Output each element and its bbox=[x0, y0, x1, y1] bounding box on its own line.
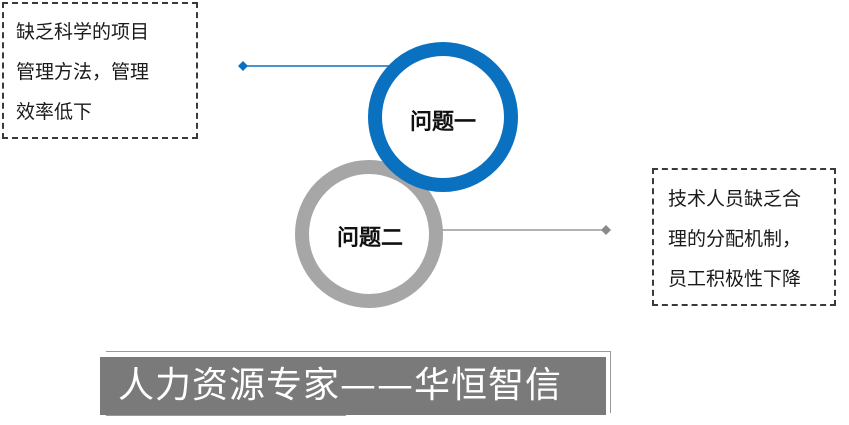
banner-underline bbox=[106, 415, 346, 416]
banner-text: 人力资源专家——华恒智信 bbox=[118, 365, 563, 406]
note-problem-one: 缺乏科学的项目 管理方法，管理 效率低下 bbox=[2, 2, 198, 139]
ring-problem-one bbox=[368, 42, 518, 192]
note-problem-one-line-3: 效率低下 bbox=[16, 101, 93, 123]
ring-problem-two bbox=[295, 160, 443, 308]
brand-banner: 人力资源专家——华恒智信 bbox=[100, 351, 611, 417]
note-problem-one-line-1: 缺乏科学的项目 bbox=[16, 21, 150, 43]
banner-frame bbox=[106, 351, 611, 413]
ring-label-problem-one: 问题一 bbox=[409, 110, 476, 135]
connector-diamond-two bbox=[601, 225, 611, 235]
note-problem-two-line-2: 理的分配机制， bbox=[668, 228, 802, 250]
note-problem-one-line-2: 管理方法，管理 bbox=[16, 61, 150, 83]
note-problem-two: 技术人员缺乏合 理的分配机制， 员工积极性下降 bbox=[652, 168, 836, 306]
banner-bar: 人力资源专家——华恒智信 bbox=[100, 357, 606, 415]
connector-diamond-one bbox=[238, 61, 248, 71]
note-problem-two-line-3: 员工积极性下降 bbox=[668, 268, 802, 290]
note-problem-two-line-1: 技术人员缺乏合 bbox=[668, 188, 802, 210]
ring-label-problem-two: 问题二 bbox=[336, 226, 403, 251]
